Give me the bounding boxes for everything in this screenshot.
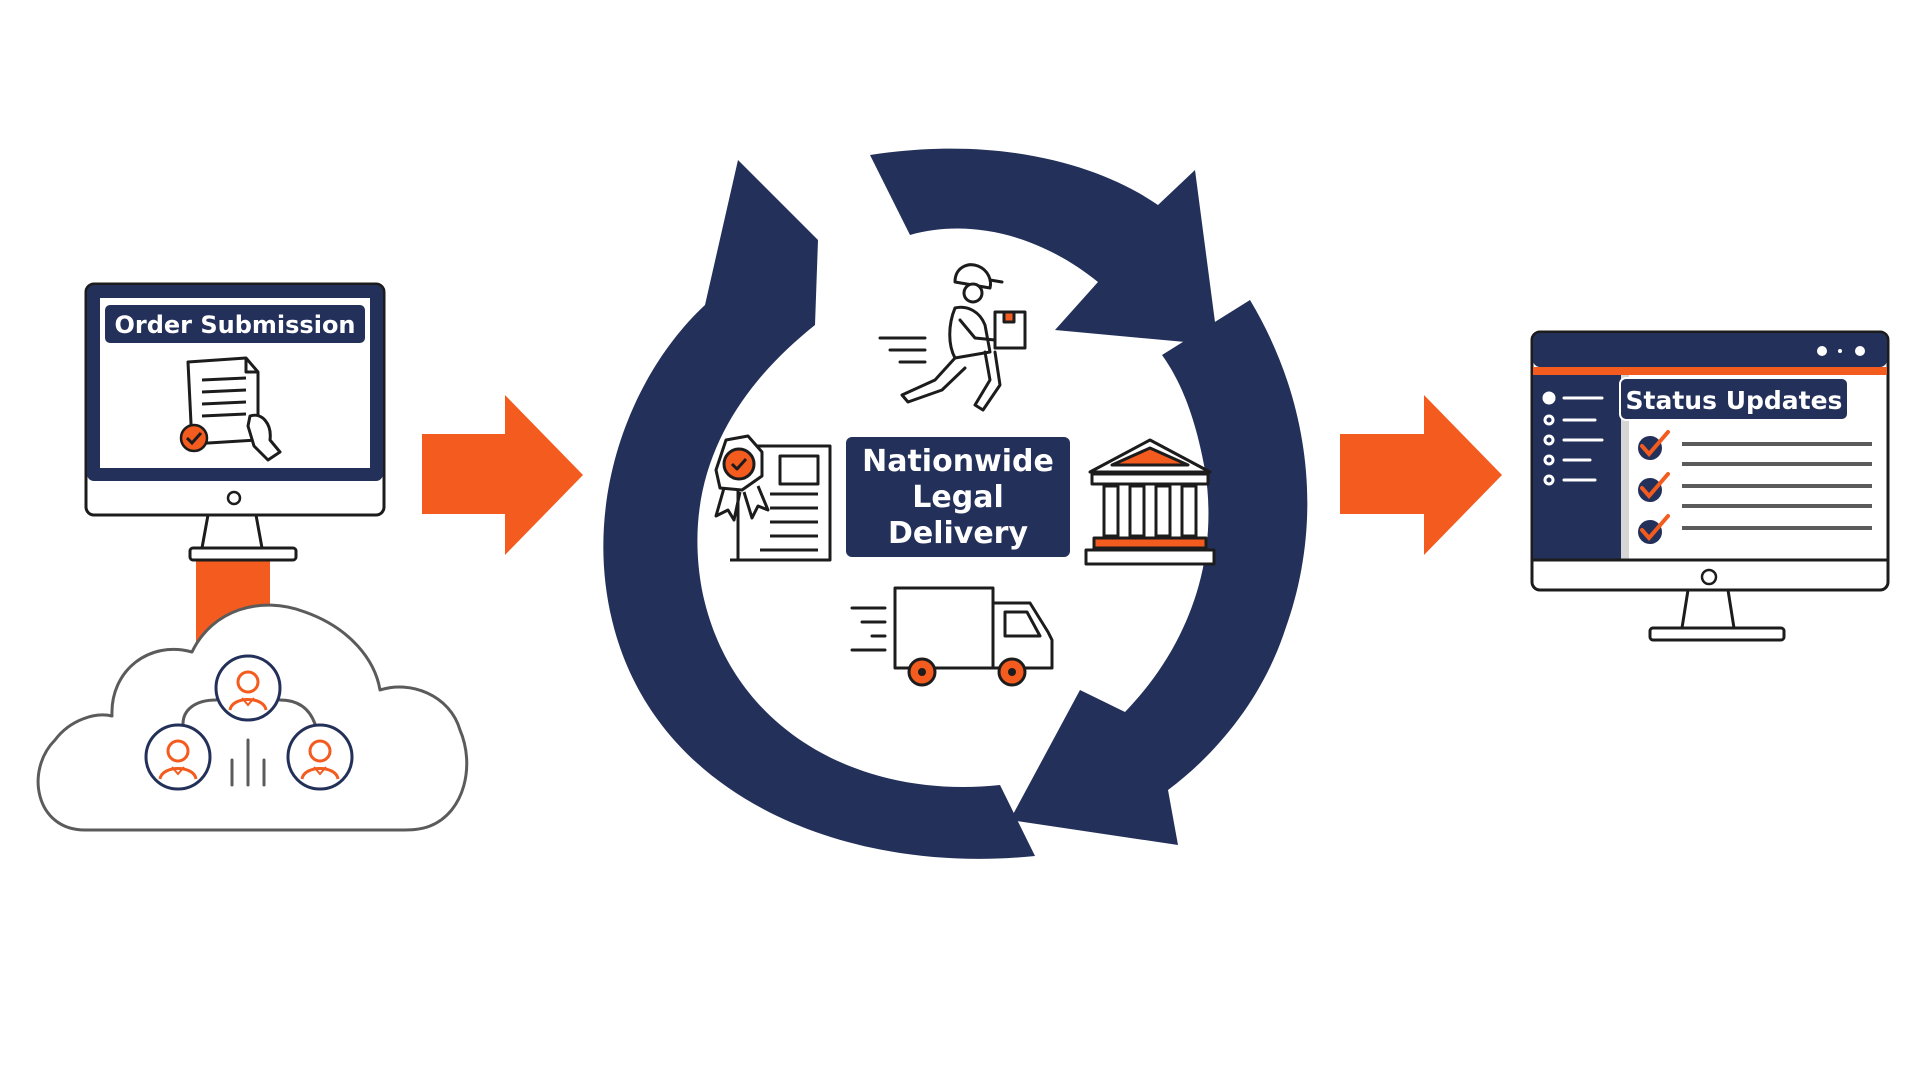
truck-icon <box>850 586 1054 687</box>
document-hand-icon <box>186 356 282 462</box>
checkmark-badge-icon <box>179 423 209 453</box>
arrow-right-icon <box>1340 395 1502 555</box>
arrow-right-icon <box>422 395 583 555</box>
order-submission-label: Order Submission <box>114 311 355 339</box>
center-label-line-1: Nationwide <box>862 444 1054 479</box>
checkmark-icon <box>1638 430 1670 460</box>
center-label-line-3: Delivery <box>888 516 1029 551</box>
runner-package-icon <box>878 263 1027 412</box>
person-icon <box>144 723 212 791</box>
status-updates-label: Status Updates <box>1626 386 1843 415</box>
checkmark-icon <box>1638 472 1670 502</box>
order-submission-label-box <box>103 303 367 345</box>
list-icon <box>1542 391 1604 486</box>
courthouse-icon <box>1084 438 1216 566</box>
checkmark-icon <box>1638 514 1670 544</box>
center-label-line-2: Legal <box>912 480 1003 515</box>
person-icon <box>214 654 282 722</box>
person-icon <box>286 723 354 791</box>
nationwide-legal-delivery-box <box>846 437 1070 557</box>
cycle-arrows-icon <box>603 148 1308 859</box>
network-lines <box>181 698 317 787</box>
certificate-icon <box>714 434 832 562</box>
status-updates-label-box <box>1619 377 1849 421</box>
